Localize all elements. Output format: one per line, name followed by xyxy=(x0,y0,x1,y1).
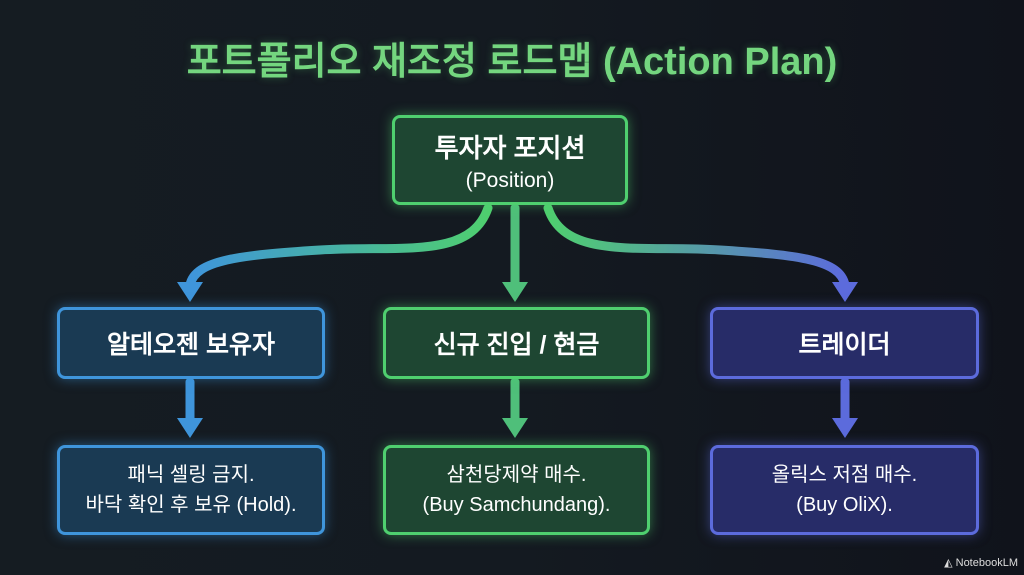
node-label: 트레이더 xyxy=(798,331,891,359)
page-title: 포트폴리오 재조정 로드맵 (Action Plan) xyxy=(186,41,838,83)
arrow-to-right xyxy=(543,203,850,290)
notebooklm-watermark: ◭ NotebookLM xyxy=(944,556,1018,569)
action-line-2: (Buy Samchundang). xyxy=(422,494,611,516)
node-label: 알테오젠 보유자 xyxy=(107,331,275,359)
notebooklm-logo-icon: ◭ xyxy=(944,557,956,569)
action-line-1: 올릭스 저점 매수. xyxy=(771,464,918,486)
action-buy-samchundang: 삼천당제약 매수. (Buy Samchundang). xyxy=(383,445,650,535)
node-label: 신규 진입 / 현금 xyxy=(433,331,600,359)
action-hold: 패닉 셀링 금지. 바닥 확인 후 보유 (Hold). xyxy=(57,445,325,535)
brand-label: NotebookLM xyxy=(955,557,1018,569)
arrow-to-left xyxy=(185,203,493,290)
node-alteogen-holder: 알테오젠 보유자 xyxy=(57,307,325,379)
root-node-investor-position: 투자자 포지션 (Position) xyxy=(392,115,628,205)
action-buy-olix: 올릭스 저점 매수. (Buy OliX). xyxy=(710,445,979,535)
root-label: 투자자 포지션 xyxy=(434,132,586,163)
action-line-1: 삼천당제약 매수. xyxy=(446,464,587,486)
root-sub: (Position) xyxy=(465,168,555,192)
node-new-entry-cash: 신규 진입 / 현금 xyxy=(383,307,650,379)
action-line-2: 바닥 확인 후 보유 (Hold). xyxy=(85,494,297,516)
action-line-1: 패닉 셀링 금지. xyxy=(127,464,255,486)
node-trader: 트레이더 xyxy=(710,307,979,379)
action-line-2: (Buy OliX). xyxy=(796,494,893,516)
